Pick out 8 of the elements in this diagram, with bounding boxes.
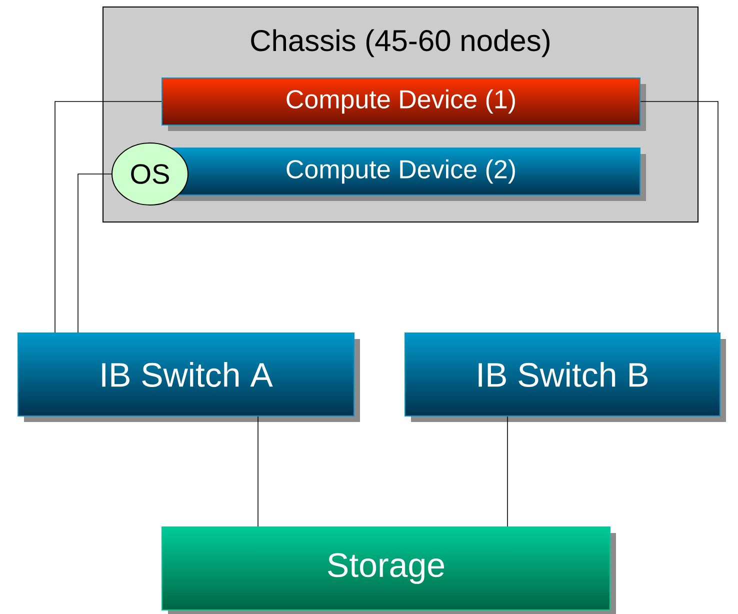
connector-line bbox=[507, 416, 508, 527]
storage-box: Storage bbox=[162, 526, 616, 614]
connector-line bbox=[640, 101, 718, 333]
switch-box: IB Switch A bbox=[18, 332, 360, 422]
connector-line bbox=[78, 174, 112, 333]
switch-box: IB Switch B bbox=[404, 332, 726, 422]
device-box: Compute Device (1) bbox=[162, 78, 646, 131]
connector-line bbox=[54, 101, 162, 333]
